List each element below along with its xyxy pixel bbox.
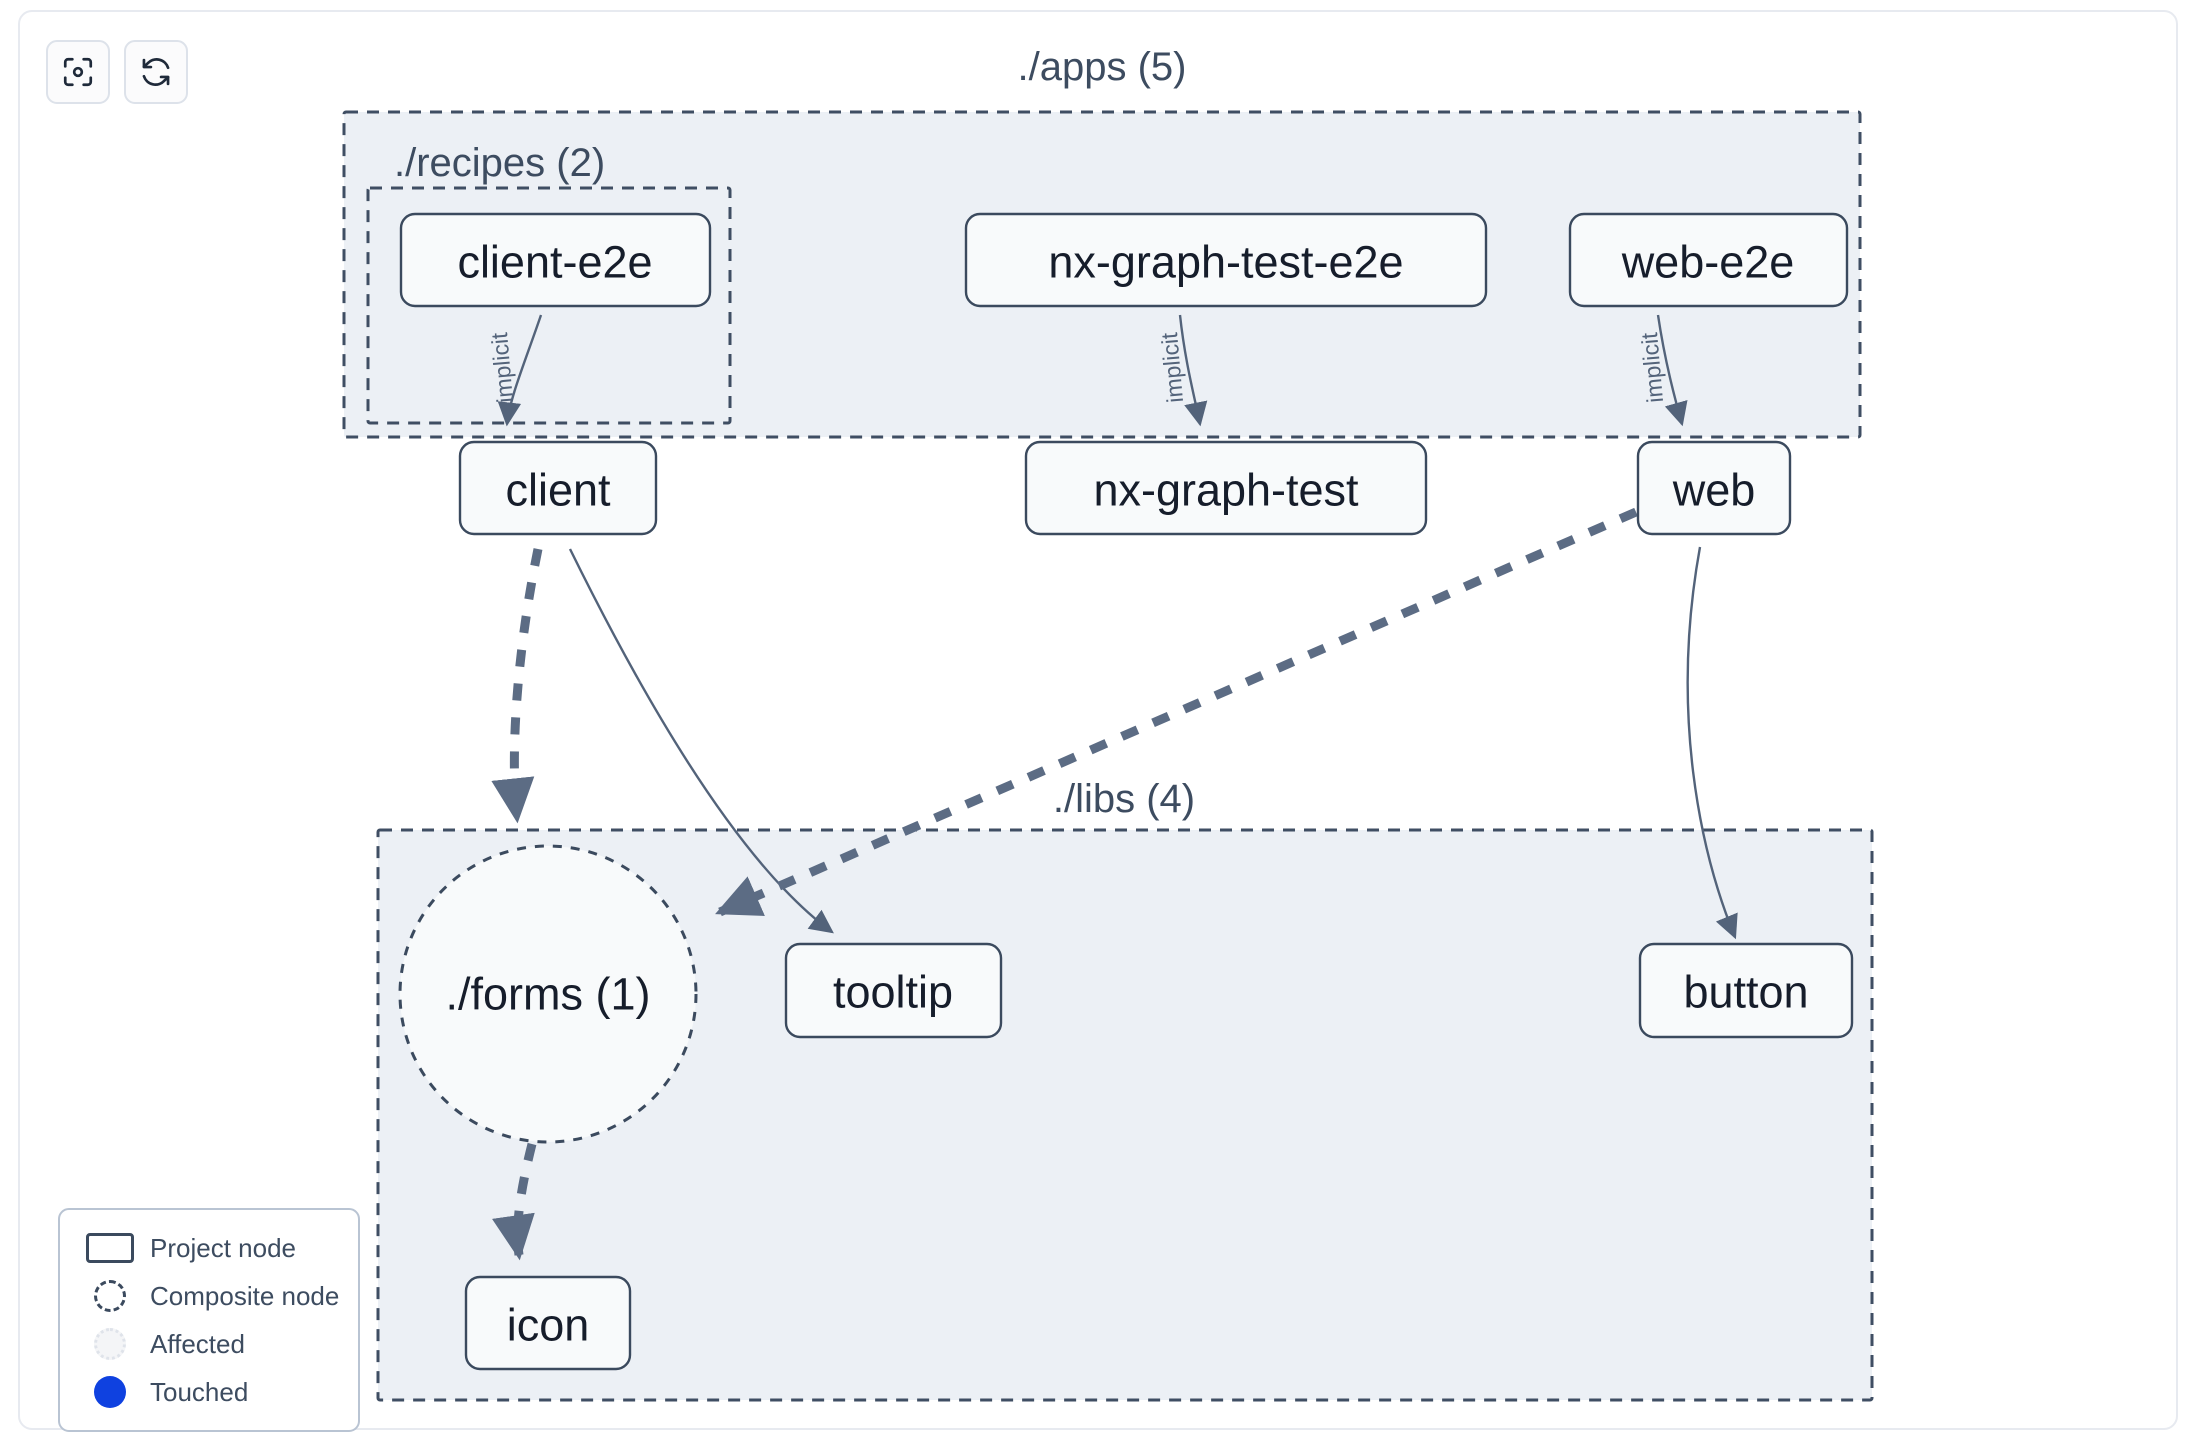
group-apps-label: ./apps (5) — [1018, 45, 1187, 89]
node-web-e2e-label: web-e2e — [1621, 237, 1795, 288]
edge-forms-to-icon[interactable] — [492, 1142, 537, 1261]
node-button-label: button — [1683, 967, 1808, 1018]
touched-swatch — [82, 1376, 138, 1408]
edge-client-e2e-to-client[interactable]: implicit — [486, 314, 543, 427]
group-recipes-label: ./recipes (2) — [394, 141, 605, 185]
node-button[interactable]: button — [1638, 942, 1854, 1039]
edge-web-e2e-to-web[interactable]: implicit — [1636, 314, 1688, 427]
node-client-e2e[interactable]: client-e2e — [399, 212, 712, 308]
refresh-graph-button[interactable] — [124, 40, 188, 104]
legend-label-composite-node: Composite node — [150, 1280, 340, 1311]
node-icon-label: icon — [507, 1300, 590, 1351]
graph-legend: Project node Composite node Affected Tou… — [58, 1208, 360, 1432]
node-nx-graph-test[interactable]: nx-graph-test — [1024, 440, 1428, 536]
focus-target-icon — [61, 55, 95, 89]
node-forms-composite[interactable]: ./forms (1) — [398, 844, 698, 1144]
node-web-e2e[interactable]: web-e2e — [1568, 212, 1849, 308]
legend-label-touched: Touched — [150, 1376, 249, 1407]
legend-item-touched: Touched — [60, 1368, 358, 1416]
graph-canvas[interactable]: ./apps (5) ./recipes (2) ./libs (4) impl… — [18, 10, 2180, 1432]
edge-label-implicit-3: implicit — [1636, 331, 1668, 404]
node-nx-graph-test-e2e-label: nx-graph-test-e2e — [1048, 237, 1403, 288]
legend-item-affected: Affected — [60, 1320, 358, 1368]
node-icon[interactable]: icon — [464, 1275, 632, 1371]
composite-node-swatch — [82, 1280, 138, 1312]
refresh-icon — [139, 55, 173, 89]
legend-item-composite-node: Composite node — [60, 1272, 358, 1320]
edge-client-to-forms[interactable] — [491, 548, 543, 824]
affected-swatch — [82, 1328, 138, 1360]
node-web[interactable]: web — [1636, 440, 1792, 536]
focus-graph-button[interactable] — [46, 40, 110, 104]
edge-nx-graph-test-e2e-to-nx-graph-test[interactable]: implicit — [1156, 314, 1208, 427]
group-libs-label: ./libs (4) — [1053, 777, 1195, 821]
node-forms-label: ./forms (1) — [445, 969, 650, 1020]
edge-web-to-button[interactable] — [1686, 546, 1738, 940]
legend-label-affected: Affected — [150, 1328, 245, 1359]
project-node-swatch — [82, 1233, 138, 1263]
node-tooltip[interactable]: tooltip — [784, 942, 1003, 1039]
node-tooltip-label: tooltip — [833, 967, 953, 1018]
group-libs[interactable]: ./libs (4) — [376, 777, 1874, 1402]
node-web-label: web — [1672, 465, 1756, 516]
legend-label-project-node: Project node — [150, 1232, 296, 1263]
node-client[interactable]: client — [458, 440, 658, 536]
node-client-e2e-label: client-e2e — [457, 237, 652, 288]
legend-item-project-node: Project node — [60, 1224, 358, 1272]
node-nx-graph-test-label: nx-graph-test — [1093, 465, 1359, 516]
edge-label-implicit-1: implicit — [486, 331, 518, 404]
node-nx-graph-test-e2e[interactable]: nx-graph-test-e2e — [964, 212, 1488, 308]
edge-web-to-forms[interactable] — [715, 507, 1638, 917]
edge-client-to-tooltip[interactable] — [568, 548, 834, 934]
edge-label-implicit-2: implicit — [1156, 331, 1188, 404]
graph-toolbar — [46, 40, 188, 104]
node-client-label: client — [505, 465, 611, 516]
dependency-graph[interactable]: ./apps (5) ./recipes (2) ./libs (4) impl… — [20, 12, 2180, 1432]
